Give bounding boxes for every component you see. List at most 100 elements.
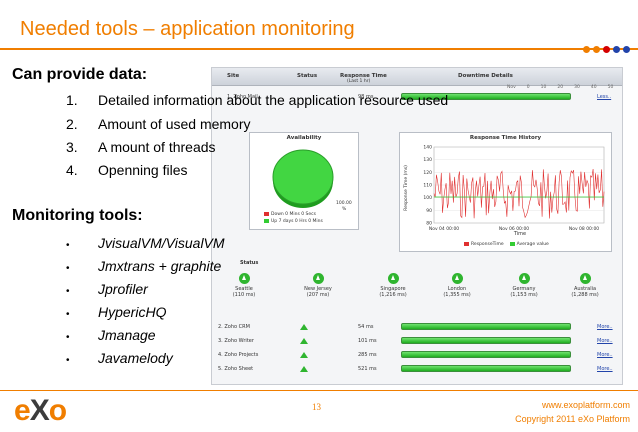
list-item: • Jmanage	[66, 327, 156, 343]
response-time-series	[433, 168, 605, 219]
history-ylabel: Response Time (ms)	[403, 165, 409, 211]
legend-swatch-up	[264, 218, 269, 223]
dot-4	[613, 46, 620, 53]
availability-panel: Availability 100.00 % Down 0 Mins 0 Secs…	[249, 132, 359, 230]
location-strip: Seattle(110 ms) New Jersey(207 ms) Singa…	[212, 263, 622, 379]
legend-response: ResponseTime	[464, 241, 504, 248]
row-site: 4. Zoho Projects	[218, 352, 259, 358]
dot-5	[623, 46, 630, 53]
up-arrow-icon	[300, 324, 308, 330]
table-header: Site Status Response Time (Last 1 hr) Do…	[212, 68, 622, 86]
location-time: (110 ms)	[232, 292, 256, 298]
location-australia: Australia(1,288 ms)	[562, 273, 608, 298]
availability-legend: Down 0 Mins 0 Secs Up 7 days 0 Hrs 0 Min…	[264, 211, 323, 225]
location-time: (207 ms)	[306, 292, 330, 298]
uptime-bar	[401, 337, 571, 344]
title-divider	[0, 48, 638, 50]
list-item: • Jmxtrans + graphite	[66, 258, 221, 274]
tool-name: Jprofiler	[98, 281, 148, 297]
row-site: 5. Zoho Sheet	[218, 366, 254, 372]
table-row: 1. Zoho Mail 98 ms Less..	[212, 91, 622, 103]
data-heading: Can provide data:	[12, 66, 148, 83]
tool-name: Jmanage	[98, 327, 156, 343]
availability-title: Availability	[286, 135, 322, 141]
location-name: London	[447, 286, 467, 292]
website-link[interactable]: www.exoplatform.com	[541, 400, 630, 410]
scale-tick: 40	[590, 85, 597, 90]
y-tick-label: 80	[426, 221, 432, 227]
decorative-dots	[583, 46, 630, 53]
legend-swatch-average	[509, 241, 515, 246]
table-row: 5. Zoho Sheet 521 ms More..	[212, 363, 622, 377]
up-status-icon	[518, 273, 530, 284]
x-tick-label: Nov 08 00:00	[569, 226, 599, 232]
footer-divider	[0, 390, 638, 391]
list-text: Openning files	[98, 162, 188, 178]
more-link[interactable]: More..	[597, 352, 613, 358]
history-xlabel: Time	[513, 231, 526, 237]
scale-tick: 0	[526, 85, 530, 90]
row-site: 2. Zoho CRM	[218, 324, 250, 330]
up-arrow-icon	[300, 338, 308, 344]
less-link[interactable]: Less..	[597, 94, 612, 100]
list-text: Amount of used memory	[98, 116, 251, 132]
tool-name: Jmxtrans + graphite	[98, 258, 222, 274]
row-time: 285 ms	[358, 352, 377, 358]
location-name: Seattle	[235, 286, 253, 292]
up-status-icon	[451, 273, 463, 284]
availability-pct-unit: %	[342, 207, 347, 212]
col-response-time: Response Time	[340, 73, 387, 79]
list-item: 1. Detailed information about the applica…	[66, 92, 448, 108]
legend-average-label: Average value	[516, 242, 549, 247]
legend-down-label: Down 0 Mins 0 Secs	[271, 212, 316, 217]
list-item: •JvisualVM/VisualVM	[66, 235, 225, 251]
tool-name: HypericHQ	[98, 304, 167, 320]
row-time: 521 ms	[358, 366, 377, 372]
x-tick-label: Nov 04 00:00	[429, 226, 459, 232]
list-item: 4. Openning files	[66, 162, 188, 178]
more-link[interactable]: More..	[597, 338, 613, 344]
location-seattle: Seattle(110 ms)	[221, 273, 267, 298]
up-status-icon	[238, 273, 250, 284]
table-row: 2. Zoho CRM 54 ms More..	[212, 321, 622, 335]
list-item: • Jprofiler	[66, 281, 148, 297]
uptime-bar	[401, 93, 571, 100]
logo-x: X	[29, 394, 50, 427]
history-legend: ResponseTime Average value	[464, 241, 549, 248]
page-number: 13	[312, 402, 321, 412]
list-number: 4.	[66, 162, 78, 178]
location-name: Singapore	[380, 286, 406, 292]
y-tick-label: 90	[426, 208, 432, 214]
bullet: •	[66, 355, 70, 366]
status-label: Status	[240, 260, 259, 266]
history-title: Response Time History	[469, 135, 542, 141]
up-status-icon	[312, 273, 324, 284]
footer-info: www.exoplatform.com Copyright 2011 eXo P…	[515, 398, 630, 426]
row-time: 98 ms	[358, 94, 374, 100]
location-time: (1,355 ms)	[443, 292, 471, 298]
more-link[interactable]: More..	[597, 366, 613, 372]
scale-tick: 20	[557, 85, 564, 90]
x-tick-label: Nov 06 00:00	[499, 226, 529, 232]
row-time: 101 ms	[358, 338, 377, 344]
legend-up: Up 7 days 0 Hrs 0 Mins	[264, 218, 323, 225]
y-tick-label: 110	[423, 183, 432, 189]
y-tick-label: 120	[423, 170, 432, 176]
col-site: Site	[227, 73, 240, 79]
monitoring-screenshot: Site Status Response Time (Last 1 hr) Do…	[211, 67, 623, 385]
availability-pie	[272, 149, 334, 208]
bullet: •	[66, 332, 70, 343]
table-row: 3. Zoho Writer 101 ms More..	[212, 335, 622, 349]
slide-footer: eXo 13 www.exoplatform.com Copyright 201…	[0, 390, 638, 432]
scale-tick: 30	[574, 85, 580, 90]
legend-swatch-response	[464, 241, 469, 246]
scale-label: Nov	[507, 85, 516, 90]
list-text: Detailed information about the applicati…	[98, 92, 449, 108]
slide-title: Needed tools – application monitoring	[20, 18, 355, 40]
bullet: •	[66, 286, 70, 297]
bullet: •	[66, 263, 70, 274]
availability-pct: 100.00	[336, 201, 352, 206]
more-link[interactable]: More..	[597, 324, 613, 330]
list-number: 1.	[66, 92, 78, 108]
up-status-icon	[579, 273, 591, 284]
